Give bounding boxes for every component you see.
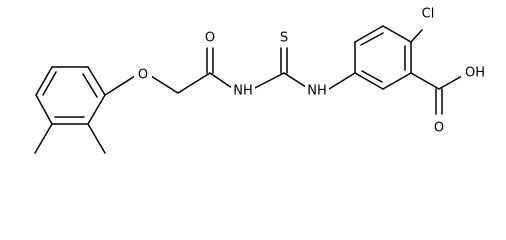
right-chlorobenzoic-ring (354, 25, 412, 90)
acid-oxygen-label-bg (431, 120, 447, 136)
amide-oxygen-label-bg (202, 30, 218, 46)
thiocarbonyl-nh-bond (283, 72, 310, 90)
methylene-carbonyl-bond (177, 72, 211, 94)
amide-oxygen-label: O (205, 31, 215, 46)
left-nh-label-bg (231, 83, 255, 99)
carbonyl-nh-bond (209, 72, 236, 91)
ether-oxygen-label-bg (134, 67, 152, 83)
sulfur-label: S (280, 31, 288, 46)
sulfur-label-bg (277, 30, 293, 46)
carboxyl-hydroxyl-bond (438, 75, 463, 90)
chloro-bond (410, 29, 423, 43)
right-nh-label: NH (307, 84, 327, 99)
acid-oxygen-label: O (434, 121, 444, 136)
methyl-bond-left-bottom (34, 123, 53, 154)
ether-methylene-bond (150, 75, 179, 94)
nh-aryl-bond (328, 72, 356, 90)
hydroxyl-label-bg (461, 64, 489, 82)
left-dimethylphenyl-ring (35, 66, 106, 125)
ether-oxygen-label: O (138, 68, 148, 83)
chlorine-label-bg (416, 5, 440, 23)
left-nh-label: NH (233, 84, 253, 99)
chemical-structure-canvas: O O NH S NH Cl OH O (34, 5, 489, 154)
right-nh-label-bg (305, 83, 329, 99)
aryl-ether-bond (104, 75, 136, 96)
nh-thiocarbonyl-bond (250, 72, 285, 91)
hydroxyl-label: OH (465, 66, 485, 81)
chemical-structure-diagram: O O NH S NH Cl OH O (34, 5, 489, 154)
methyl-bond-right-bottom (87, 123, 106, 154)
chlorine-label: Cl (422, 7, 435, 22)
aryl-carboxyl-bond (410, 72, 440, 90)
